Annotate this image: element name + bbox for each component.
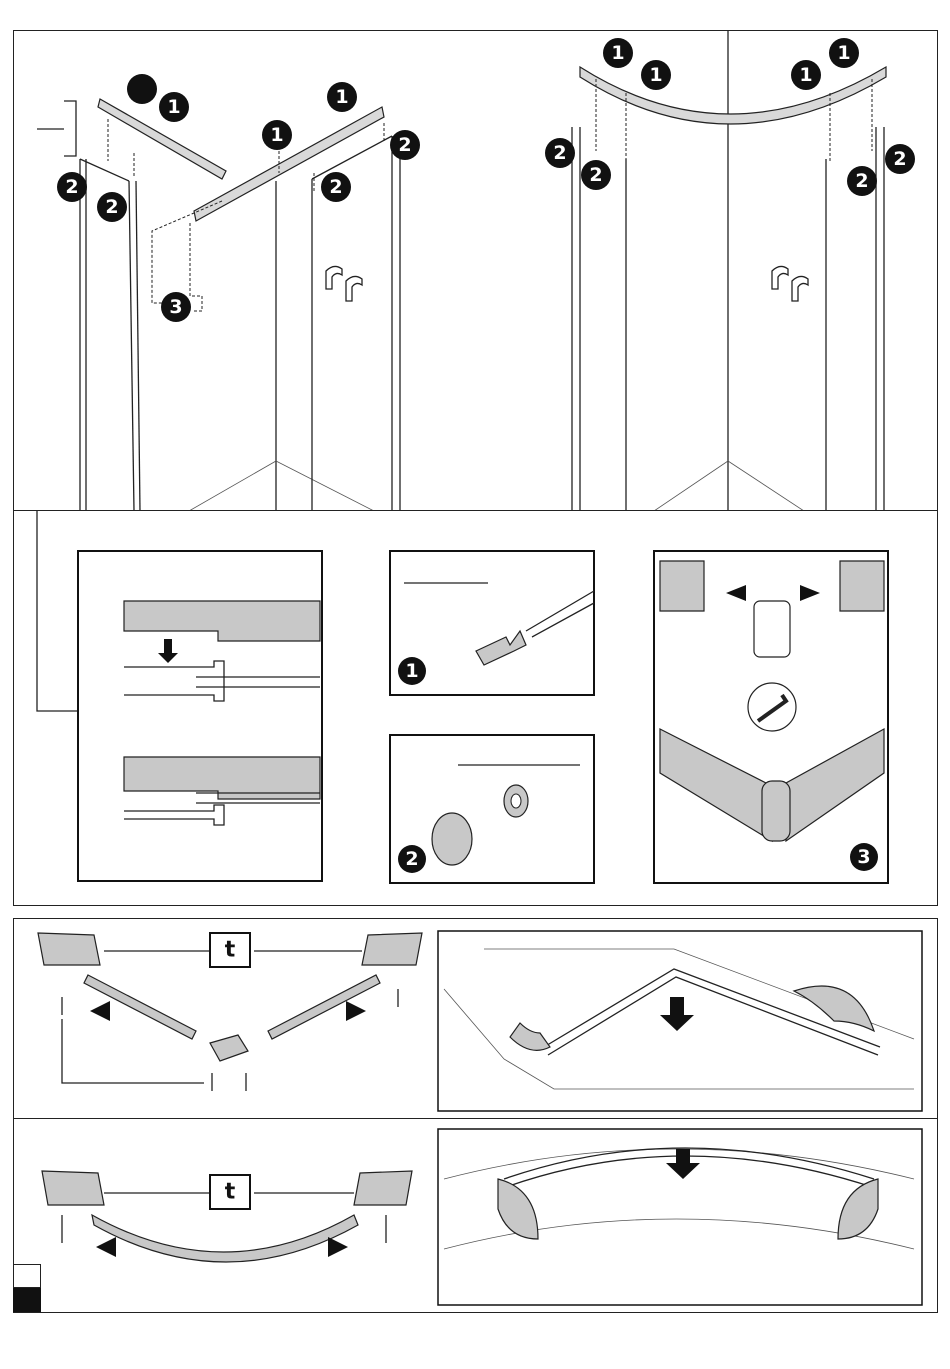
straight-tray-drawing: t	[14, 919, 939, 1119]
detail-screw: 1	[390, 551, 594, 695]
left-shower-enclosure	[37, 99, 400, 511]
curved-tray-drawing: t	[14, 1119, 939, 1314]
tool-label: t	[225, 938, 236, 963]
badge-two: 2	[855, 170, 868, 192]
right-shower-enclosure	[572, 31, 886, 511]
badge-two: 2	[553, 142, 566, 164]
badge-three: 3	[169, 296, 182, 318]
badge-two: 2	[105, 196, 118, 218]
badge-two: 2	[893, 148, 906, 170]
tool-label: t	[225, 1180, 236, 1205]
badge-one: 1	[799, 64, 812, 86]
arrow-icon	[90, 1001, 110, 1021]
badge-two: 2	[589, 164, 602, 186]
badge-two: 2	[329, 176, 342, 198]
arrow-icon	[328, 1237, 348, 1257]
detail-cap-washer: 2	[390, 735, 594, 883]
badge-two: 2	[405, 848, 418, 870]
badge-one: 1	[270, 124, 283, 146]
badge-two: 2	[65, 176, 78, 198]
arrow-icon	[346, 1001, 366, 1021]
panel-straight-tray: t	[13, 918, 938, 1118]
detail-corner-joint: 3	[654, 551, 888, 883]
badge-two: 2	[398, 134, 411, 156]
badge-one: 1	[611, 42, 624, 64]
panel-top-assembly: 1 1 1 2 2 2 2 3 1 1 1 1 2 2 2	[13, 30, 938, 510]
badge-one: 1	[837, 42, 850, 64]
badge-one: 1	[649, 64, 662, 86]
arrow-icon	[96, 1237, 116, 1257]
badge-one: 1	[335, 86, 348, 108]
valve-fitting-icon	[326, 266, 362, 301]
valve-fitting-icon	[772, 266, 808, 301]
panel-details: 1 2 3	[13, 510, 938, 906]
top-assembly-drawing: 1 1 1 2 2 2 2 3 1 1 1 1 2 2 2	[14, 31, 939, 511]
detail-profile-fitting	[78, 551, 322, 881]
badge-one: 1	[405, 660, 418, 682]
details-drawing: 1 2 3	[14, 511, 939, 907]
panel-curved-tray: t	[13, 1118, 938, 1313]
badge-one: 1	[167, 96, 180, 118]
badge-three: 3	[857, 846, 870, 868]
step-marker-bottom	[13, 1264, 43, 1312]
top-bar-right	[194, 107, 384, 221]
